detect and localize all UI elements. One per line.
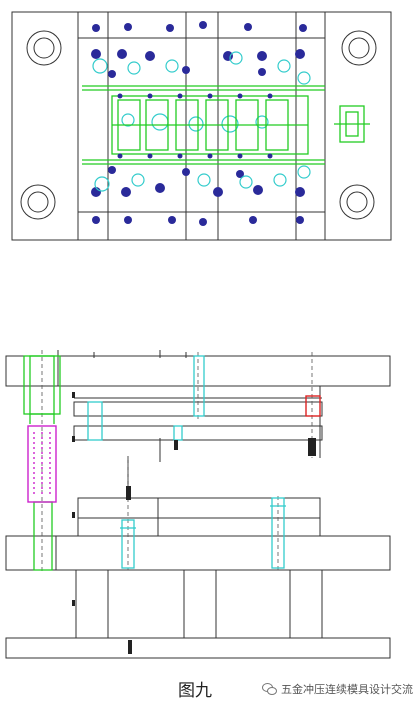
base-plate-outline bbox=[11, 11, 392, 241]
watermark-text: 五金冲压连续模具设计交流 bbox=[281, 683, 413, 696]
screw-holes bbox=[91, 21, 307, 226]
bottom-plate bbox=[5, 637, 391, 659]
side-part bbox=[334, 105, 370, 143]
pilot-marks bbox=[117, 93, 273, 159]
guide-pillar-bottom-left bbox=[20, 184, 56, 220]
stopper-block bbox=[305, 395, 321, 417]
strip-layout bbox=[82, 85, 325, 165]
figure-caption: 图九 bbox=[178, 681, 212, 701]
wechat-icon bbox=[262, 683, 277, 695]
section-bolts bbox=[72, 392, 316, 654]
center-lines bbox=[41, 350, 313, 572]
plan-view bbox=[11, 11, 392, 241]
guide-pillar-bottom-right bbox=[339, 184, 375, 220]
die-shoe bbox=[5, 535, 391, 571]
guide-pillar-top-left bbox=[26, 30, 62, 66]
guide-pillar-top-right bbox=[341, 30, 377, 66]
watermark: 五金冲压连续模具设计交流 bbox=[262, 681, 413, 697]
cyan-inserts bbox=[92, 51, 311, 192]
spring bbox=[27, 425, 57, 503]
